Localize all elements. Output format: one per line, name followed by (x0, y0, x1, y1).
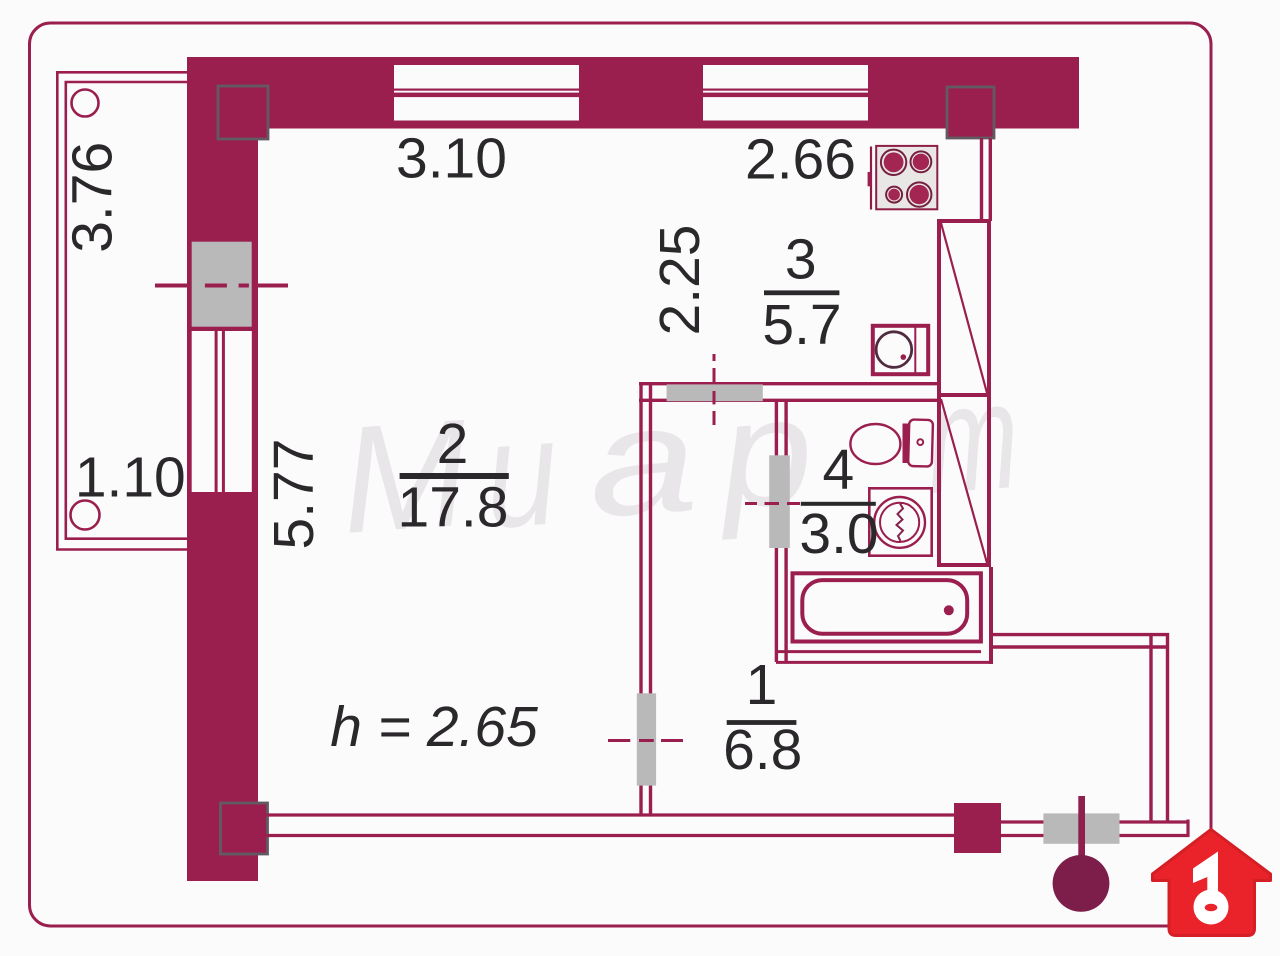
svg-text:5.7: 5.7 (762, 293, 841, 357)
svg-text:2: 2 (437, 412, 469, 476)
svg-text:1: 1 (746, 653, 778, 717)
svg-text:3.10: 3.10 (396, 127, 507, 191)
svg-text:3.76: 3.76 (60, 142, 124, 253)
svg-text:h = 2.65: h = 2.65 (330, 695, 538, 759)
svg-text:3: 3 (785, 228, 817, 292)
svg-text:17.8: 17.8 (398, 476, 509, 540)
svg-text:6.8: 6.8 (723, 718, 802, 782)
svg-text:4: 4 (823, 438, 855, 502)
svg-text:3.0: 3.0 (799, 502, 878, 566)
svg-text:2.25: 2.25 (648, 225, 712, 336)
svg-text:m: m (920, 350, 1024, 526)
svg-text:1.10: 1.10 (75, 446, 186, 510)
svg-text:5.77: 5.77 (262, 439, 326, 550)
svg-text:2.66: 2.66 (745, 128, 856, 192)
